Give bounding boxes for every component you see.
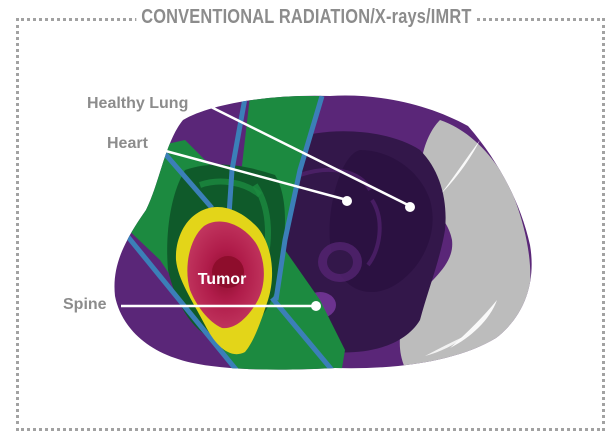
label-healthy-lung: Healthy Lung: [87, 95, 188, 112]
label-spine: Spine: [63, 296, 107, 313]
label-heart: Heart: [107, 135, 149, 152]
label-tumor: Tumor: [198, 271, 247, 288]
